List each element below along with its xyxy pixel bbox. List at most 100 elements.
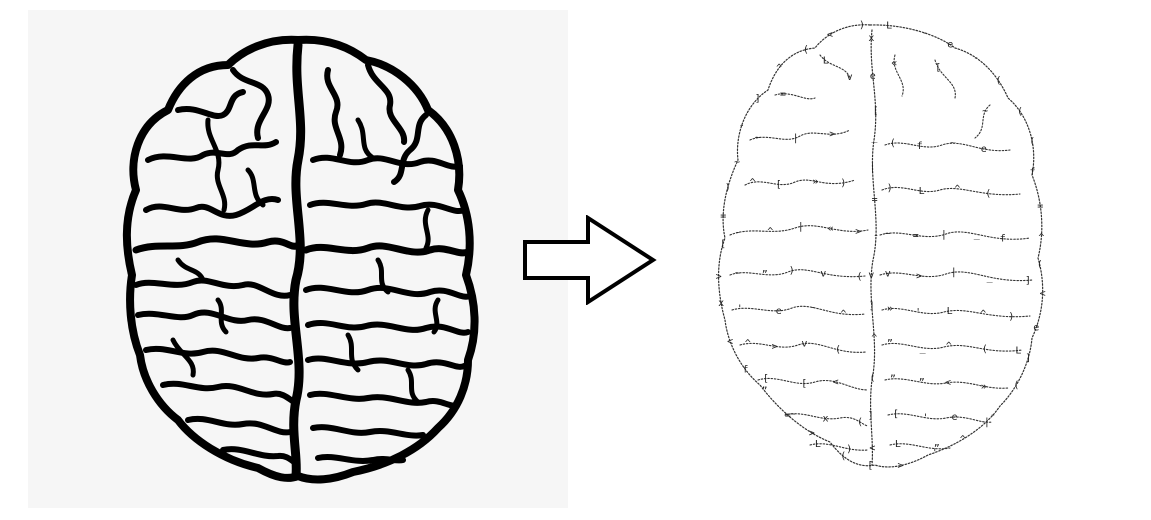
ascii-glyph: > (772, 341, 778, 352)
ascii-glyph: ( (1029, 137, 1035, 148)
ascii-glyph: | (793, 133, 799, 144)
ascii-glyph: « (891, 58, 897, 69)
ascii-glyph: ( (857, 417, 863, 428)
ascii-glyph: ] (868, 411, 874, 422)
ascii-glyph: > (898, 461, 904, 472)
ascii-glyph: ^ (750, 177, 756, 188)
ascii-glyph: ^ (840, 309, 846, 320)
ascii-glyph: - (990, 410, 996, 421)
ascii-glyph: ( (985, 189, 991, 200)
ascii-glyph: ^ (980, 309, 986, 320)
ascii-glyph: - (735, 228, 741, 239)
ascii-glyph: > (716, 271, 722, 282)
ascii-glyph: > (809, 428, 815, 439)
ascii-glyph: e (776, 306, 782, 317)
ascii-glyph: » (887, 304, 893, 315)
ascii-glyph: ( (835, 345, 841, 356)
ascii-glyph: ~ (735, 268, 741, 279)
ascii-glyph: v (885, 268, 891, 279)
ascii-glyph: ” (919, 377, 925, 388)
ascii-glyph: [ (801, 379, 807, 390)
ascii-glyph: ' (915, 307, 921, 318)
ascii-glyph: ( (1037, 259, 1043, 270)
ascii-glyph: ( (890, 138, 896, 149)
ascii-glyph: v (868, 270, 874, 281)
ascii-glyph: « (828, 224, 834, 235)
ascii-glyph: ( (1017, 106, 1023, 117)
ascii-glyph: [ (776, 179, 782, 190)
ascii-glyph: ' (923, 413, 929, 424)
ascii-glyph: | (984, 417, 990, 428)
ascii-glyph: | (951, 267, 957, 278)
ascii-glyph: L (1015, 345, 1021, 356)
ascii-glyph: ] (755, 94, 761, 105)
ascii-glyph: x (718, 298, 724, 309)
ascii-glyph: e (870, 71, 876, 82)
ascii-glyph: ) (840, 178, 846, 189)
ascii-glyph: [ (893, 409, 899, 420)
ascii-glyph: ) (887, 183, 893, 194)
ascii-glyph: = (785, 410, 791, 421)
ascii-glyph: [ (867, 461, 873, 472)
ascii-glyph: [ (873, 106, 879, 117)
ascii-glyph: _ (871, 132, 878, 143)
ascii-glyph: ] (869, 301, 875, 312)
ascii-glyph: ] (1025, 275, 1031, 286)
ascii-glyph: - (922, 28, 928, 39)
ascii-glyph: = (780, 89, 786, 100)
ascii-glyph: ~ (755, 133, 761, 144)
ascii-glyph: ” (887, 339, 893, 350)
ascii-glyph: = (872, 194, 878, 205)
ascii-glyph: ' (932, 448, 938, 459)
ascii-glyph: ( (996, 76, 1002, 87)
ascii-glyph: ' (737, 304, 743, 315)
ascii-glyph: ) (1008, 312, 1014, 323)
ascii-glyph: [ (763, 374, 769, 385)
ascii-glyph: x (823, 414, 829, 425)
ascii-glyph: v (820, 268, 826, 279)
ascii-glyph: > (855, 226, 861, 237)
ascii-glyph: L (815, 439, 821, 450)
ascii-glyph: ^ (1038, 233, 1044, 244)
ascii-glyph: ) (859, 20, 865, 31)
ascii-glyph: ^ (960, 434, 966, 445)
ascii-glyph: L (895, 439, 901, 450)
ascii-glyph: ~ (734, 157, 740, 168)
ascii-glyph: ) (789, 266, 795, 277)
ascii-glyph: ) (725, 182, 731, 193)
ascii-glyph: v (801, 339, 807, 350)
ascii-glyph: f (1000, 234, 1006, 245)
ascii-glyph: f (917, 141, 923, 152)
ascii-glyph: = (913, 230, 919, 241)
ascii-glyph: [ (935, 62, 941, 73)
ascii-glyph: L (886, 21, 892, 32)
ascii-glyph: ( (982, 344, 988, 355)
ascii-glyph: ) (846, 444, 852, 455)
ascii-glyph: ” (762, 386, 768, 397)
ascii-glyph: v (847, 72, 853, 83)
ascii-glyph: < (827, 30, 833, 41)
ascii-glyph: x (868, 33, 874, 44)
ascii-glyph: _ (974, 229, 981, 240)
ascii-glyph: = (720, 211, 726, 222)
ascii-glyph: - (739, 121, 745, 132)
ascii-glyph: ] (1025, 353, 1031, 364)
ascii-glyph: | (941, 230, 947, 241)
ascii-glyph: - (973, 53, 979, 64)
ascii-glyph: < (945, 378, 951, 389)
ascii-glyph: ( (870, 373, 876, 384)
ascii-glyph: ( (857, 271, 863, 282)
ascii-glyph: ( (803, 45, 809, 56)
ascii-glyph: = (1037, 201, 1043, 212)
ascii-glyph: - (810, 303, 816, 314)
ascii-glyph: > (829, 129, 835, 140)
ascii-glyph: ~ (885, 228, 891, 239)
ascii-glyph: _ (987, 272, 994, 283)
ascii-glyph: e (952, 412, 958, 423)
ascii-glyph: ~ (790, 409, 796, 420)
ascii-glyph: ” (762, 270, 768, 281)
ascii-glyph: ” (934, 444, 940, 455)
source-brain-image (28, 10, 568, 508)
ascii-glyph: | (798, 222, 804, 233)
ascii-glyph: ^ (954, 184, 960, 195)
